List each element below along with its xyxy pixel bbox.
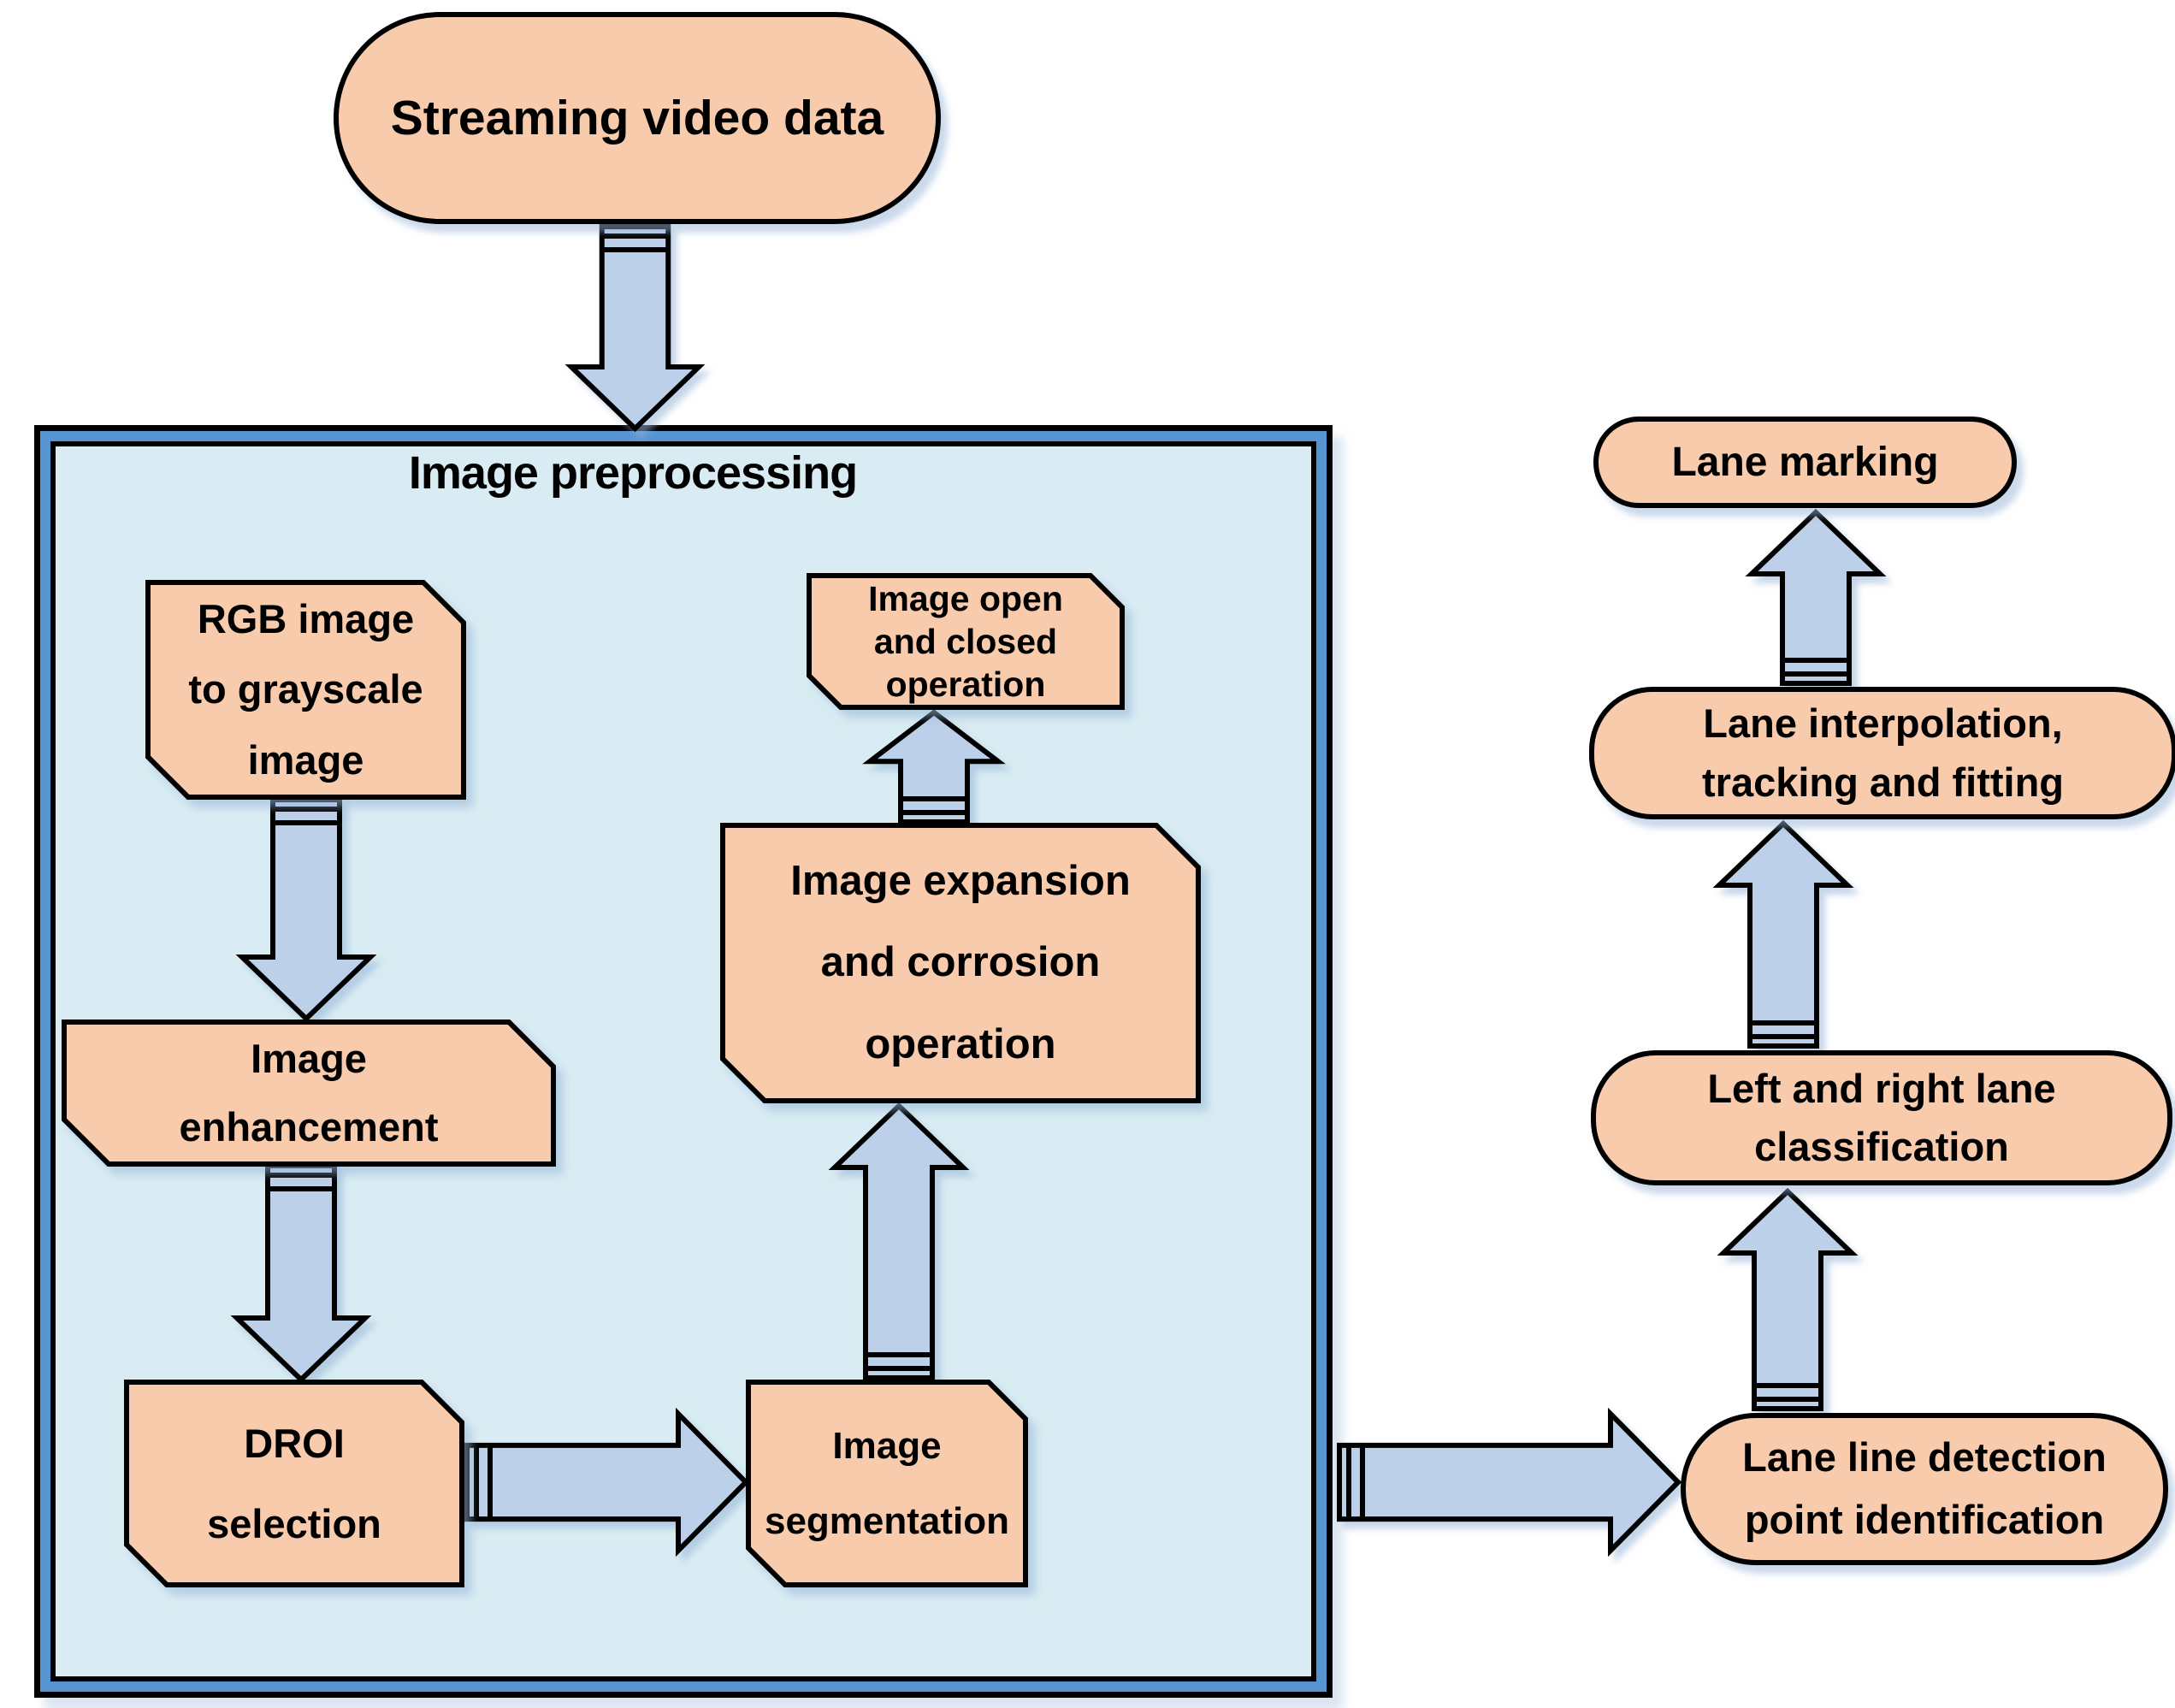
arrow-shape bbox=[235, 797, 377, 1023]
arrow-shape bbox=[828, 1102, 970, 1380]
arrow-classification-to-interpolation bbox=[1712, 819, 1854, 1049]
node-label: Left and right lane classification bbox=[1707, 1065, 2056, 1169]
node-label: Lane marking bbox=[1671, 440, 1939, 485]
node-image-expansion-corrosion: Image expansion and corrosion operation bbox=[720, 823, 1201, 1103]
node-shape bbox=[746, 1380, 1028, 1587]
node-label: DROI selection bbox=[207, 1420, 381, 1546]
arrow-lane-line-to-classification bbox=[1717, 1187, 1859, 1411]
node-lane-interpolation-tracking: Lane interpolation, tracking and fitting bbox=[1589, 687, 2175, 819]
arrow-streaming-to-preprocessing bbox=[564, 224, 706, 433]
node-shape bbox=[720, 823, 1201, 1103]
node-shape bbox=[145, 580, 466, 800]
node-image-enhancement: Image enhancement bbox=[62, 1019, 556, 1167]
node-left-right-lane-classification: Left and right lane classification bbox=[1591, 1050, 2172, 1185]
arrow-rgb-to-enhancement bbox=[235, 797, 377, 1023]
arrow-shape bbox=[1712, 819, 1854, 1049]
node-label: Image expansion and corrosion operation bbox=[790, 857, 1131, 1067]
node-image-open-closed: Image open and closed operation bbox=[807, 573, 1125, 710]
arrow-shape bbox=[1717, 1187, 1859, 1411]
node-shape bbox=[62, 1019, 556, 1167]
arrow-droi-to-segmentation bbox=[464, 1407, 750, 1557]
arrow-preprocessing-to-lane-line bbox=[1337, 1407, 1682, 1557]
node-label: Image open and closed operation bbox=[868, 578, 1063, 704]
node-shape bbox=[807, 573, 1125, 710]
node-label: Image segmentation bbox=[764, 1424, 1010, 1542]
arrow-shape bbox=[1337, 1407, 1682, 1557]
arrow-interpolation-to-lane-marking bbox=[1745, 508, 1887, 686]
arrow-shape bbox=[1745, 508, 1887, 686]
arrow-shape bbox=[564, 224, 706, 433]
node-rgb-to-grayscale: RGB image to grayscale image bbox=[145, 580, 466, 800]
preprocessing-title: Image preprocessing bbox=[408, 447, 858, 499]
arrow-shape bbox=[464, 1407, 750, 1557]
node-lane-marking: Lane marking bbox=[1593, 417, 2017, 508]
node-label: Lane interpolation, tracking and fitting bbox=[1702, 700, 2064, 805]
node-label: Image enhancement bbox=[179, 1036, 439, 1150]
node-label: Streaming video data bbox=[390, 91, 884, 145]
node-droi-selection: DROI selection bbox=[124, 1380, 464, 1587]
node-streaming-video-data: Streaming video data bbox=[334, 12, 941, 224]
arrow-shape bbox=[862, 709, 1006, 824]
node-shape bbox=[124, 1380, 464, 1587]
arrow-segmentation-to-expansion bbox=[828, 1102, 970, 1380]
node-image-segmentation: Image segmentation bbox=[746, 1380, 1028, 1587]
arrow-shape bbox=[230, 1163, 372, 1384]
arrow-enhancement-to-droi bbox=[230, 1163, 372, 1384]
node-label: Lane line detection point identification bbox=[1742, 1434, 2107, 1542]
node-lane-line-detection: Lane line detection point identification bbox=[1681, 1413, 2168, 1565]
node-label: RGB image to grayscale image bbox=[188, 596, 423, 783]
arrow-expansion-to-open-closed bbox=[862, 709, 1006, 824]
